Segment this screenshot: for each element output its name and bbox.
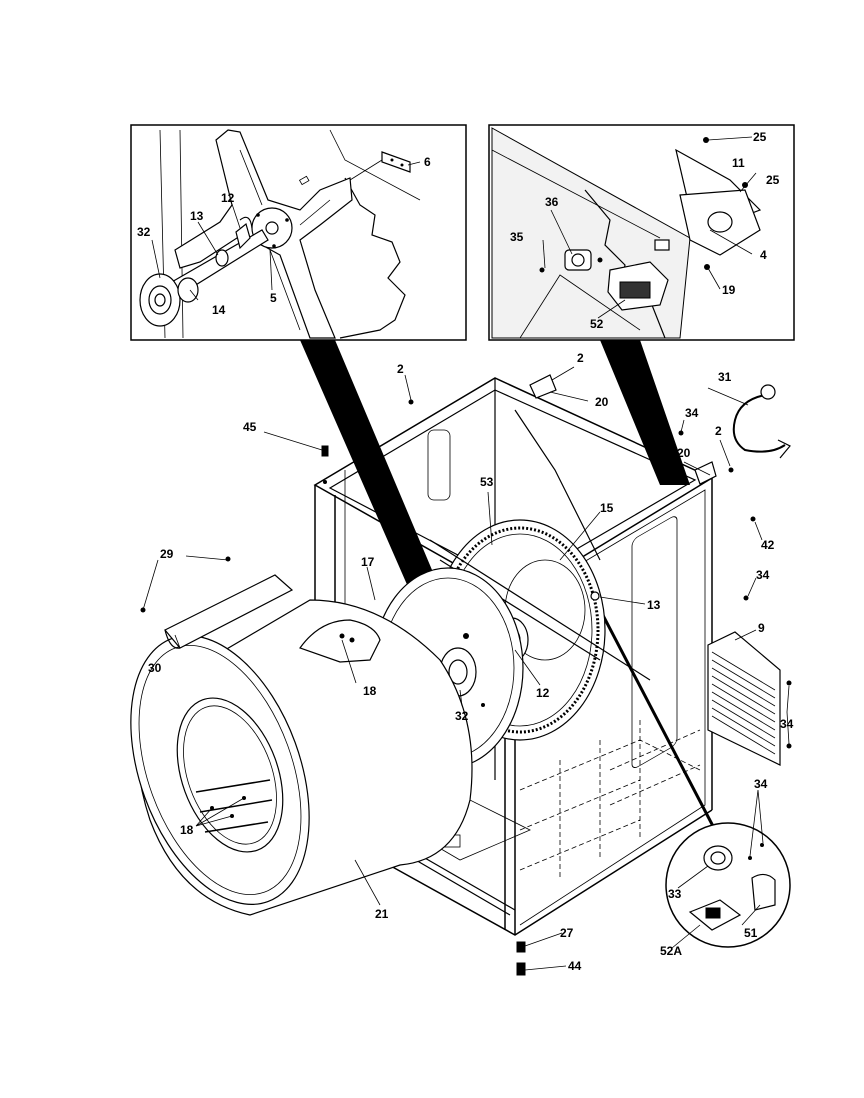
fasteners <box>321 374 756 976</box>
callout-14: 14 <box>212 303 226 317</box>
power-cord <box>732 384 791 459</box>
callout-30: 30 <box>148 661 162 675</box>
callout-25-mid: 25 <box>766 173 780 187</box>
callout-20-a: 20 <box>595 395 609 409</box>
callout-42: 42 <box>761 538 775 552</box>
callout-25-top: 25 <box>753 130 767 144</box>
callout-35: 35 <box>510 230 524 244</box>
callout-2-c: 2 <box>715 424 722 438</box>
callout-13: 13 <box>647 598 661 612</box>
callout-34-c: 34 <box>780 717 794 731</box>
callout-45: 45 <box>243 420 257 434</box>
back-panel-grille <box>707 631 792 766</box>
callout-labels: 6 12 13 32 14 5 25 11 25 36 35 4 19 52 2… <box>137 130 794 973</box>
callout-51: 51 <box>744 926 758 940</box>
callout-18-b: 18 <box>180 823 194 837</box>
callout-34-d: 34 <box>754 777 768 791</box>
callout-34-b: 34 <box>756 568 770 582</box>
exhaust-duct-30 <box>140 556 294 649</box>
callout-34-a: 34 <box>685 406 699 420</box>
callout-19: 19 <box>722 283 736 297</box>
callout-29: 29 <box>160 547 174 561</box>
inset-circle-hi-limit <box>665 822 791 948</box>
callout-4: 4 <box>760 248 767 262</box>
callout-32: 32 <box>455 709 469 723</box>
callout-52: 52 <box>590 317 604 331</box>
explode-wedge-right <box>600 340 690 485</box>
callout-11: 11 <box>732 156 745 170</box>
callout-31: 31 <box>718 370 732 384</box>
callout-2-a: 2 <box>397 362 404 376</box>
callout-20-b: 20 <box>677 446 691 460</box>
inset-left-bearing-detail <box>130 124 467 341</box>
callout-52A: 52A <box>660 944 682 958</box>
leader-lines <box>142 136 790 971</box>
callout-33: 33 <box>668 887 682 901</box>
callout-17: 17 <box>361 555 375 569</box>
callout-53: 53 <box>480 475 494 489</box>
callout-5: 5 <box>270 291 277 305</box>
callout-6: 6 <box>424 155 431 169</box>
callout-21: 21 <box>375 907 389 921</box>
callout-9: 9 <box>758 621 765 635</box>
drum <box>130 599 473 916</box>
callout-18-a: 18 <box>363 684 377 698</box>
callout-32-inset: 32 <box>137 225 151 239</box>
callout-27: 27 <box>560 926 574 940</box>
callout-15: 15 <box>600 501 614 515</box>
callout-2-b: 2 <box>577 351 584 365</box>
callout-13-inset: 13 <box>190 209 204 223</box>
inset-right-thermostat-detail <box>488 124 795 341</box>
callout-44: 44 <box>568 959 582 973</box>
callout-12: 12 <box>536 686 550 700</box>
callout-12-inset: 12 <box>221 191 235 205</box>
callout-36: 36 <box>545 195 559 209</box>
